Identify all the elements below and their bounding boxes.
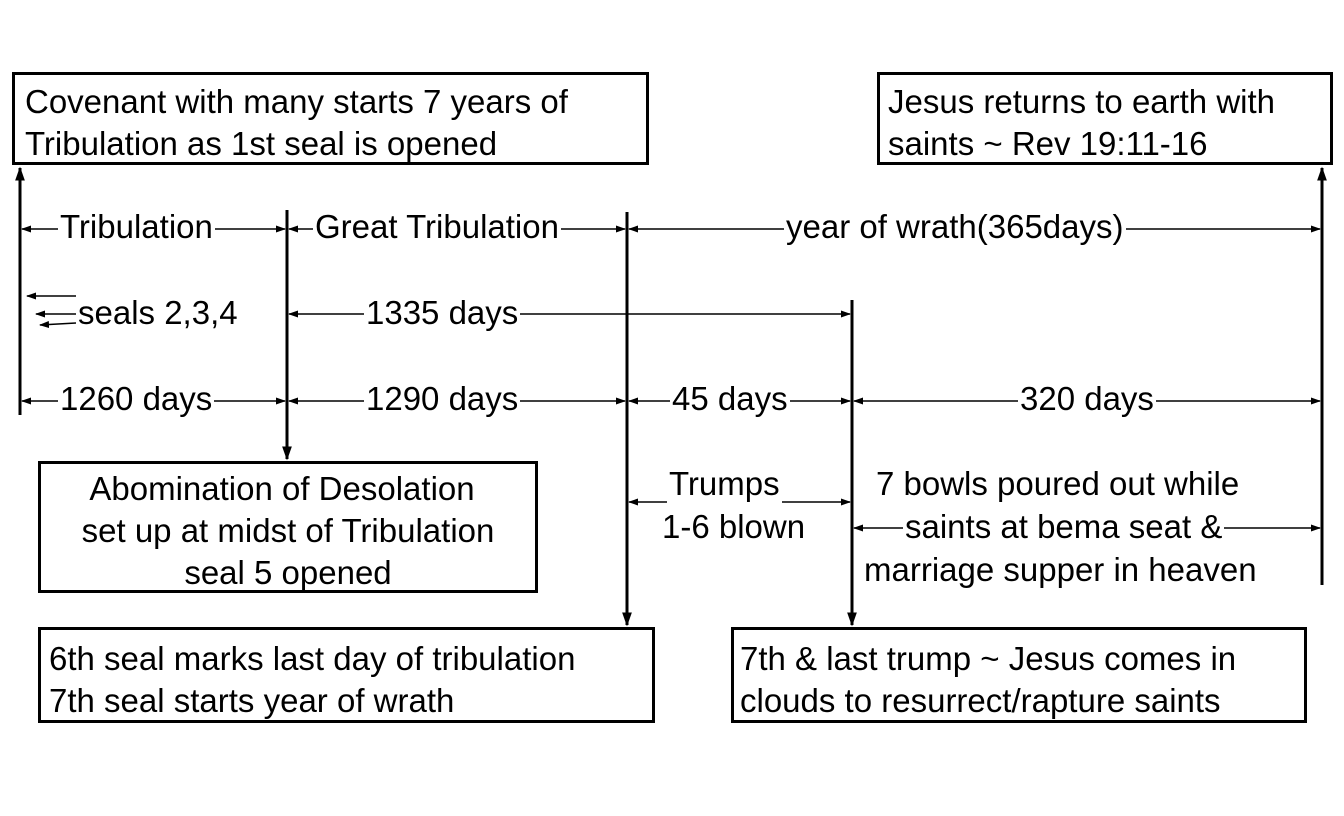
- days-45-label: 45 days: [670, 379, 790, 419]
- bowls-label-line-3: marriage supper in heaven: [862, 550, 1259, 590]
- seventh-trump-line-1: 7th & last trump ~ Jesus comes in: [740, 640, 1237, 677]
- seals-234-label: seals 2,3,4: [76, 293, 240, 333]
- jesus-returns-line-1: Jesus returns to earth with: [888, 83, 1276, 120]
- sixth-seal-box: 6th seal marks last day of tribulation 7…: [38, 627, 655, 723]
- days-1260-label: 1260 days: [58, 379, 215, 419]
- bowls-label-line-2: saints at bema seat &: [903, 507, 1225, 547]
- trumps-label-line-2: 1-6 blown: [662, 508, 806, 545]
- sixth-seal-line-2: 7th seal starts year of wrath: [49, 682, 455, 719]
- abomination-line-1: Abomination of Desolation: [89, 470, 475, 507]
- days-1335-label: 1335 days: [364, 293, 521, 333]
- tribulation-label: Tribulation: [58, 207, 215, 247]
- seventh-trump-box: 7th & last trump ~ Jesus comes in clouds…: [731, 627, 1307, 723]
- jesus-returns-line-2: saints ~ Rev 19:11-16: [888, 125, 1208, 162]
- abomination-line-3: seal 5 opened: [184, 554, 392, 591]
- covenant-line-1: Covenant with many starts 7 years of: [25, 83, 568, 120]
- covenant-box: Covenant with many starts 7 years of Tri…: [12, 72, 649, 165]
- seal-4-arrow: [39, 321, 77, 328]
- trumps-label-line-1: Trumps: [667, 464, 782, 504]
- abomination-box: Abomination of Desolation set up at mids…: [38, 461, 538, 593]
- days-320-label: 320 days: [1018, 379, 1156, 419]
- days-1290-label: 1290 days: [364, 379, 521, 419]
- great-tribulation-label: Great Tribulation: [313, 207, 561, 247]
- abomination-line-2: set up at midst of Tribulation: [81, 512, 495, 549]
- sixth-seal-line-1: 6th seal marks last day of tribulation: [49, 640, 576, 677]
- seventh-trump-line-2: clouds to resurrect/rapture saints: [740, 682, 1221, 719]
- bowls-label-line-1: 7 bowls poured out while: [876, 465, 1240, 502]
- year-of-wrath-label: year of wrath(365days): [784, 207, 1126, 247]
- jesus-returns-box: Jesus returns to earth with saints ~ Rev…: [877, 72, 1333, 165]
- covenant-line-2: Tribulation as 1st seal is opened: [25, 125, 498, 162]
